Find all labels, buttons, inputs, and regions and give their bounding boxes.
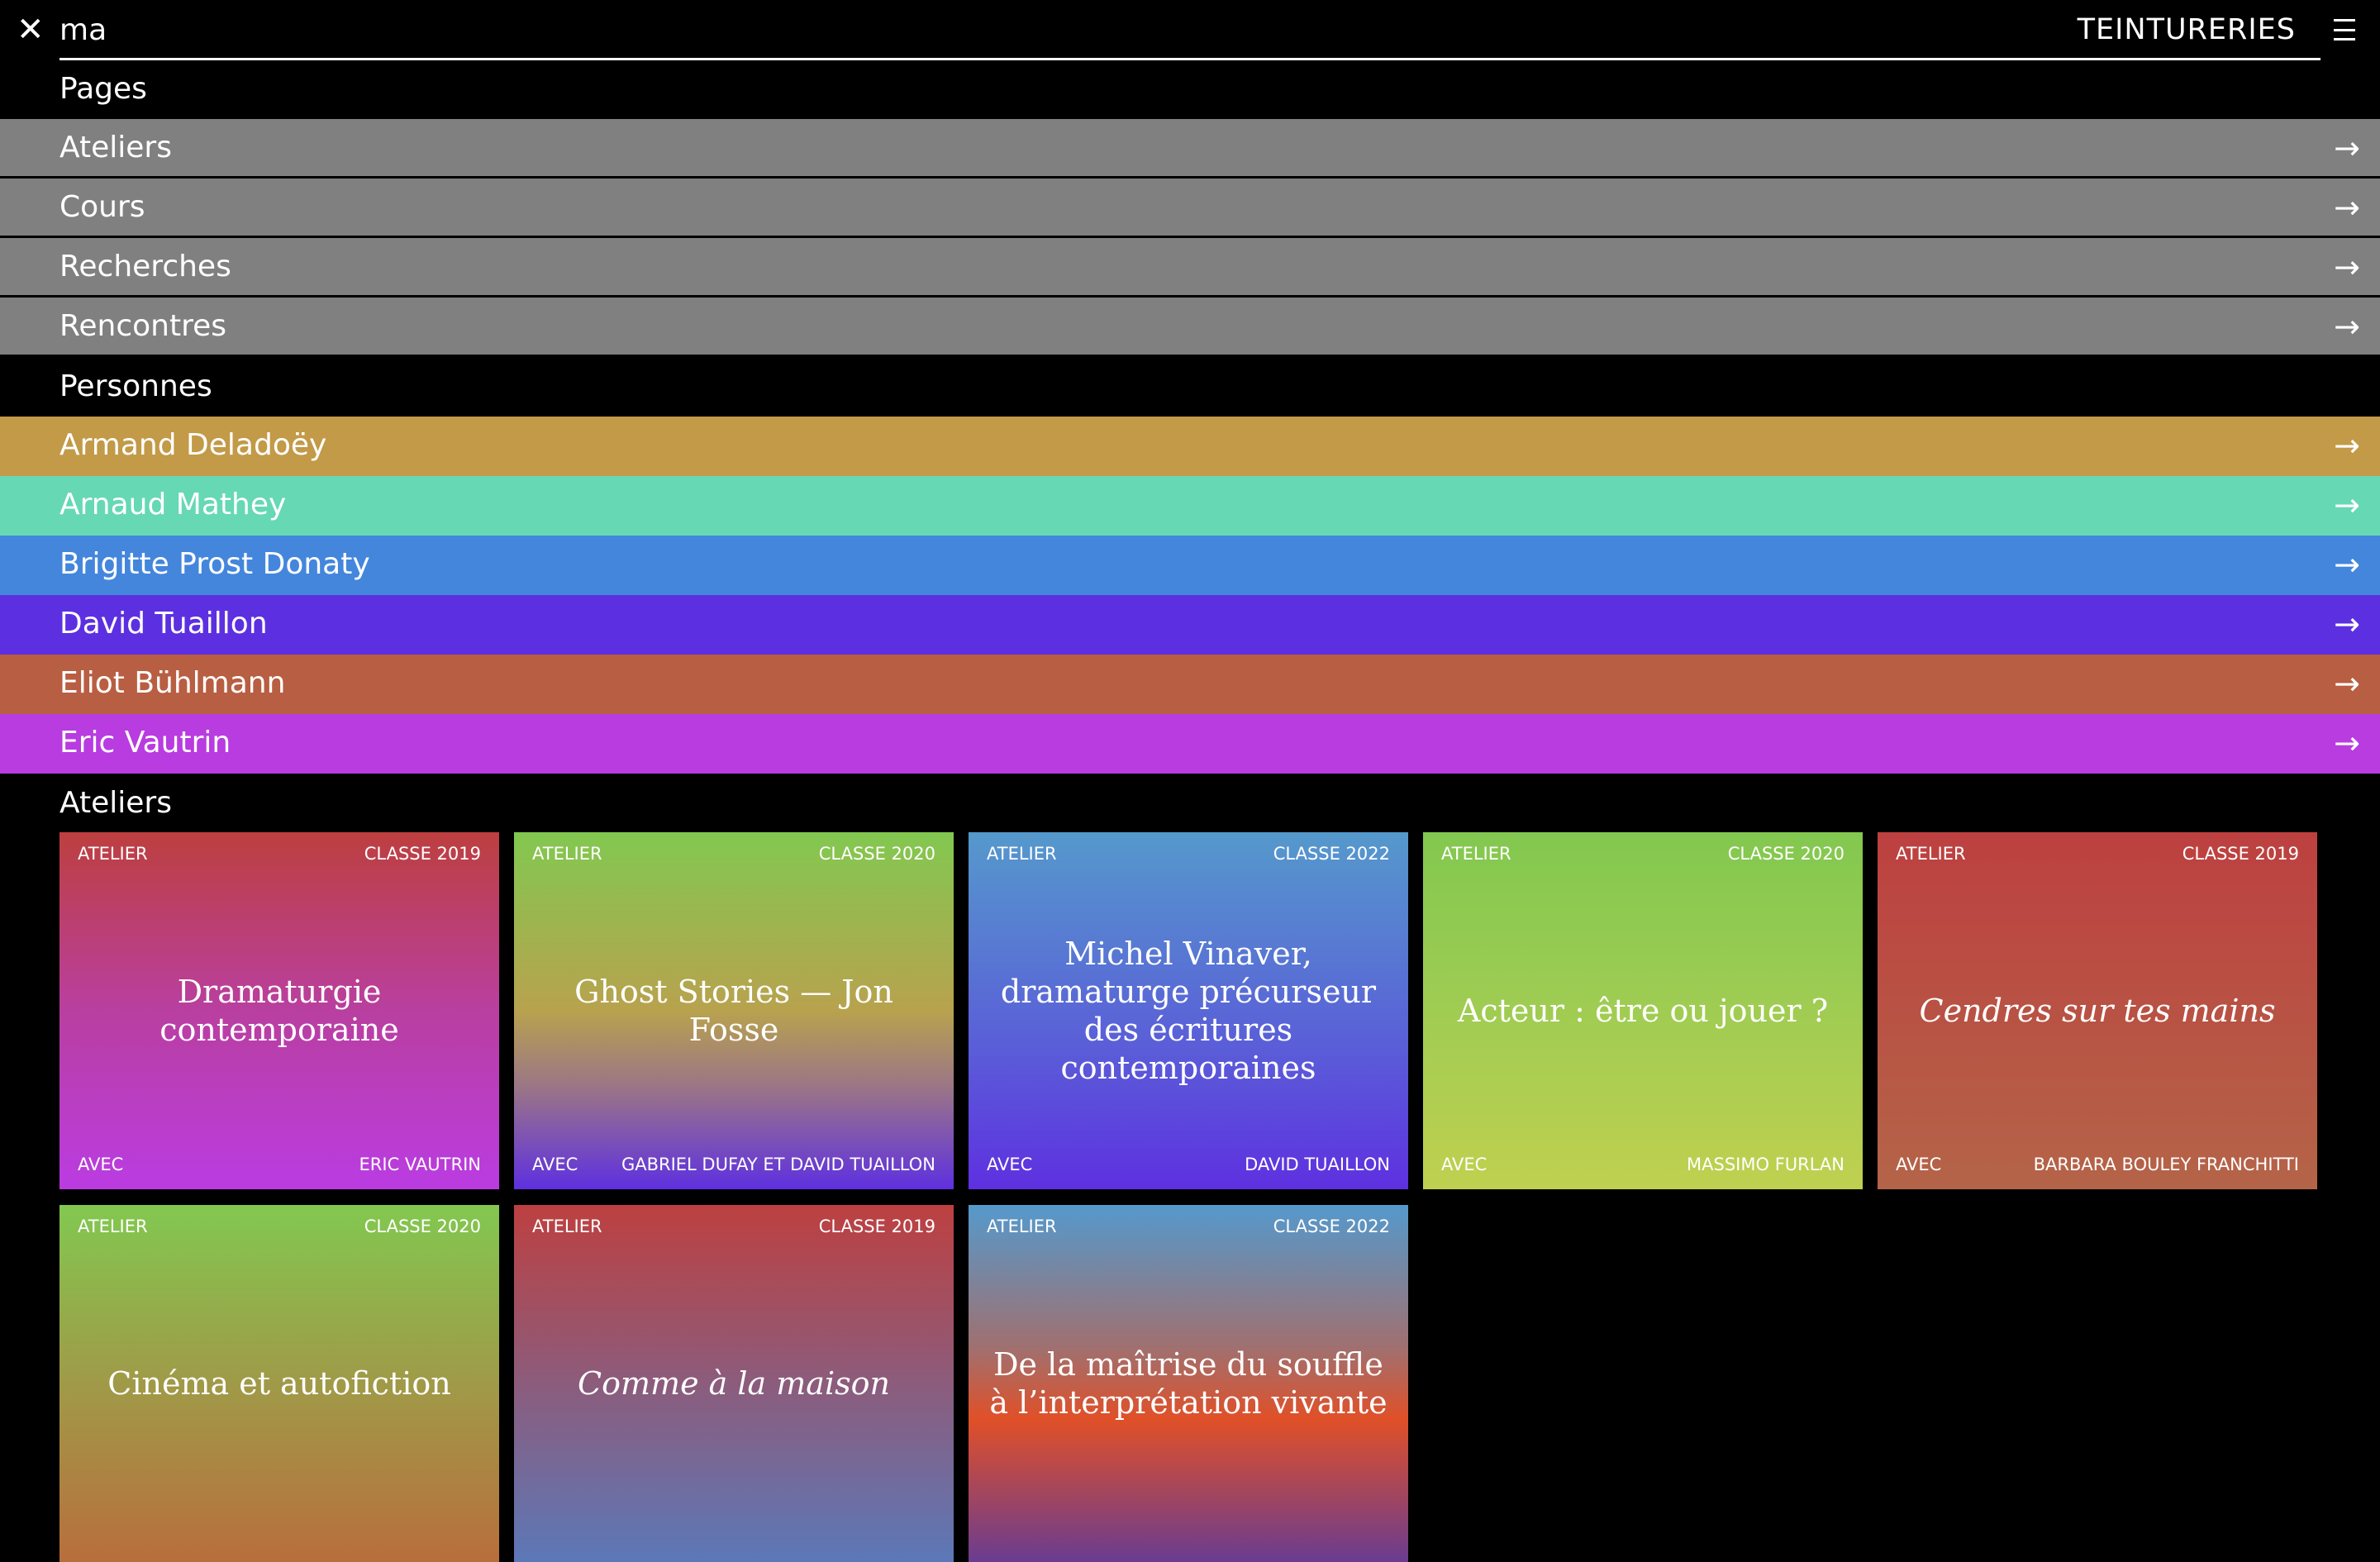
arrow-right-icon: → bbox=[2334, 249, 2360, 285]
search-header: ✕ TEINTURERIES bbox=[0, 0, 2380, 60]
page-result-recherches[interactable]: Recherches → bbox=[0, 238, 2380, 298]
atelier-card[interactable]: ATELIER CLASSE 2019 Cendres sur tes main… bbox=[1878, 832, 2317, 1189]
person-result[interactable]: Armand Deladoëy → bbox=[0, 417, 2380, 476]
card-type: ATELIER bbox=[78, 844, 148, 864]
card-classe: CLASSE 2020 bbox=[364, 1217, 481, 1236]
card-title: De la maîtrise du souffle à l’interpréta… bbox=[989, 1346, 1388, 1421]
arrow-right-icon: → bbox=[2334, 189, 2360, 226]
card-classe: CLASSE 2019 bbox=[2182, 844, 2299, 864]
card-people: GABRIEL DUFAY ET DAVID TUAILLON bbox=[621, 1155, 935, 1174]
card-people: DAVID TUAILLON bbox=[1245, 1155, 1390, 1174]
result-label: Rencontres bbox=[60, 309, 227, 343]
atelier-card[interactable]: ATELIER CLASSE 2022 De la maîtrise du so… bbox=[969, 1205, 1408, 1562]
card-title: Acteur : être ou jouer ? bbox=[1457, 993, 1829, 1029]
card-people: MASSIMO FURLAN bbox=[1687, 1155, 1844, 1174]
section-heading-personnes: Personnes bbox=[60, 369, 212, 403]
arrow-right-icon: → bbox=[2334, 546, 2360, 583]
card-people: BARBARA BOULEY FRANCHITTI bbox=[2033, 1155, 2299, 1174]
atelier-card[interactable]: ATELIER CLASSE 2022 Michel Vinaver, dram… bbox=[969, 832, 1408, 1189]
card-classe: CLASSE 2020 bbox=[818, 844, 935, 864]
card-people: ERIC VAUTRIN bbox=[359, 1155, 481, 1174]
card-avec: AVEC bbox=[1441, 1155, 1488, 1174]
section-heading-pages: Pages bbox=[60, 72, 147, 106]
page-result-ateliers[interactable]: Ateliers → bbox=[0, 119, 2380, 179]
card-classe: CLASSE 2020 bbox=[1727, 844, 1844, 864]
page-result-cours[interactable]: Cours → bbox=[0, 179, 2380, 238]
person-result[interactable]: Brigitte Prost Donaty → bbox=[0, 536, 2380, 595]
result-label: Cours bbox=[60, 190, 145, 224]
arrow-right-icon: → bbox=[2334, 130, 2360, 166]
card-type: ATELIER bbox=[1896, 844, 1966, 864]
card-title: Dramaturgie contemporaine bbox=[159, 974, 399, 1048]
search-input[interactable] bbox=[60, 7, 2043, 53]
card-type: ATELIER bbox=[1441, 844, 1511, 864]
card-avec: AVEC bbox=[1896, 1155, 1942, 1174]
result-label: Recherches bbox=[60, 250, 231, 283]
result-label: David Tuaillon bbox=[60, 607, 268, 641]
menu-icon[interactable] bbox=[2334, 19, 2355, 40]
arrow-right-icon: → bbox=[2334, 725, 2360, 761]
search-underline bbox=[60, 58, 2320, 60]
result-label: Ateliers bbox=[60, 131, 172, 164]
card-avec: AVEC bbox=[532, 1155, 578, 1174]
section-heading-ateliers: Ateliers bbox=[60, 786, 172, 820]
close-icon[interactable]: ✕ bbox=[17, 11, 45, 49]
result-label: Brigitte Prost Donaty bbox=[60, 547, 370, 581]
person-result[interactable]: Eric Vautrin → bbox=[0, 714, 2380, 774]
person-result[interactable]: Arnaud Mathey → bbox=[0, 476, 2380, 536]
arrow-right-icon: → bbox=[2334, 308, 2360, 345]
card-title: Michel Vinaver, dramaturge précurseur de… bbox=[1000, 936, 1377, 1086]
card-title: Cinéma et autofiction bbox=[107, 1365, 451, 1402]
card-title: Ghost Stories — Jon Fosse bbox=[574, 974, 893, 1048]
card-type: ATELIER bbox=[532, 1217, 602, 1236]
result-label: Armand Deladoëy bbox=[60, 428, 327, 462]
card-title: Cendres sur tes mains bbox=[1919, 993, 2276, 1029]
person-result[interactable]: David Tuaillon → bbox=[0, 595, 2380, 655]
card-classe: CLASSE 2022 bbox=[1273, 844, 1390, 864]
card-classe: CLASSE 2022 bbox=[1273, 1217, 1390, 1236]
card-type: ATELIER bbox=[987, 1217, 1057, 1236]
atelier-card[interactable]: ATELIER CLASSE 2020 Acteur : être ou jou… bbox=[1423, 832, 1863, 1189]
card-type: ATELIER bbox=[78, 1217, 148, 1236]
card-type: ATELIER bbox=[987, 844, 1057, 864]
card-type: ATELIER bbox=[532, 844, 602, 864]
result-label: Eliot Bühlmann bbox=[60, 666, 286, 700]
card-avec: AVEC bbox=[78, 1155, 124, 1174]
atelier-card[interactable]: ATELIER CLASSE 2019 Dramaturgie contempo… bbox=[60, 832, 499, 1189]
card-title: Comme à la maison bbox=[578, 1365, 890, 1402]
arrow-right-icon: → bbox=[2334, 606, 2360, 642]
arrow-right-icon: → bbox=[2334, 665, 2360, 702]
card-classe: CLASSE 2019 bbox=[364, 844, 481, 864]
atelier-card[interactable]: ATELIER CLASSE 2020 Ghost Stories — Jon … bbox=[514, 832, 954, 1189]
atelier-card[interactable]: ATELIER CLASSE 2019 Comme à la maison bbox=[514, 1205, 954, 1562]
result-label: Arnaud Mathey bbox=[60, 488, 287, 521]
brand-logo[interactable]: TEINTURERIES bbox=[2077, 13, 2296, 46]
card-classe: CLASSE 2019 bbox=[818, 1217, 935, 1236]
person-result[interactable]: Eliot Bühlmann → bbox=[0, 655, 2380, 714]
arrow-right-icon: → bbox=[2334, 487, 2360, 523]
arrow-right-icon: → bbox=[2334, 427, 2360, 464]
atelier-card[interactable]: ATELIER CLASSE 2020 Cinéma et autofictio… bbox=[60, 1205, 499, 1562]
result-label: Eric Vautrin bbox=[60, 726, 231, 760]
page-result-rencontres[interactable]: Rencontres → bbox=[0, 298, 2380, 357]
card-avec: AVEC bbox=[987, 1155, 1033, 1174]
